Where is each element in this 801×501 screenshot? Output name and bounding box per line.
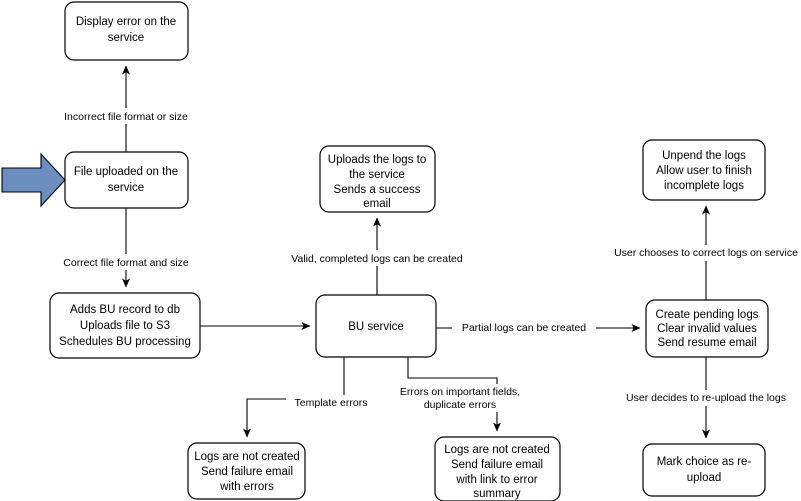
node-mark-choice-reupload-line-2: upload: [687, 472, 722, 484]
edge-label-errors-important-line1: Errors on important fields,: [400, 386, 520, 398]
node-uploads-logs[interactable]: Uploads the logs to the service Sends a …: [319, 145, 436, 213]
edge-label-valid-logs-text: Valid, completed logs can be created: [291, 253, 463, 265]
node-bu-service[interactable]: BU service: [315, 294, 437, 358]
node-unpend-logs-line-2: Allow user to finish: [656, 165, 752, 177]
node-logs-not-created-errors-line-1: Logs are not created: [194, 451, 300, 463]
node-adds-bu-record[interactable]: Adds BU record to db Uploads file to S3 …: [49, 292, 201, 359]
edge-label-partial-logs-text: Partial logs can be created: [462, 322, 586, 334]
node-mark-choice-reupload-line-1: Mark choice as re-: [657, 456, 752, 468]
node-mark-choice-reupload[interactable]: Mark choice as re- upload: [642, 443, 766, 497]
node-display-error-shape[interactable]: [64, 1, 189, 61]
edge-label-user-reupload-text: User decides to re-upload the logs: [626, 392, 786, 404]
node-mark-choice-reupload-shape[interactable]: [642, 443, 766, 497]
node-create-pending-logs[interactable]: Create pending logs Clear invalid values…: [645, 299, 769, 358]
edge-label-errors-important: Errors on important fields, duplicate er…: [388, 384, 532, 412]
node-unpend-logs-shape[interactable]: [642, 139, 766, 201]
edge-label-correct-format: Correct file format and size: [50, 254, 202, 270]
node-unpend-logs-line-3: incomplete logs: [664, 180, 744, 192]
node-uploads-logs-line-2: the service: [349, 169, 405, 181]
node-uploads-logs-line-3: Sends a success: [334, 184, 421, 196]
edge-label-errors-important-line2: duplicate errors: [424, 399, 496, 411]
node-logs-not-created-errors[interactable]: Logs are not created Send failure email …: [187, 442, 306, 500]
node-unpend-logs-line-1: Unpend the logs: [662, 150, 746, 162]
node-create-pending-logs-shape[interactable]: [645, 299, 769, 358]
edge-label-partial-logs: Partial logs can be created: [452, 320, 596, 336]
node-logs-not-created-errors-line-2: Send failure email: [201, 466, 293, 478]
node-logs-not-created-summary-line-1: Logs are not created: [444, 444, 550, 456]
edge-label-correct-format-text: Correct file format and size: [63, 257, 189, 269]
node-adds-bu-record-line-1: Adds BU record to db: [70, 304, 180, 316]
node-logs-not-created-summary-line-3: with link to error: [455, 474, 537, 486]
edge-label-incorrect-format: Incorrect file format or size: [48, 108, 204, 124]
node-create-pending-logs-line-1: Create pending logs: [656, 309, 759, 321]
node-file-uploaded[interactable]: File uploaded on the service: [64, 151, 189, 209]
node-unpend-logs[interactable]: Unpend the logs Allow user to finish inc…: [642, 139, 766, 201]
edge-label-incorrect-format-text: Incorrect file format or size: [64, 111, 188, 123]
edge-label-user-corrects: User chooses to correct logs on service: [597, 245, 801, 261]
edge-label-user-corrects-text: User chooses to correct logs on service: [614, 247, 798, 259]
node-file-uploaded-line-1: File uploaded on the: [74, 166, 178, 178]
edge-label-template-errors: Template errors: [286, 395, 376, 410]
node-bu-service-label: BU service: [348, 321, 404, 333]
node-file-uploaded-shape[interactable]: [64, 151, 189, 209]
node-logs-not-created-summary-line-4: summary: [473, 488, 521, 500]
node-logs-not-created-summary-shape[interactable]: [434, 436, 561, 501]
edge-label-user-reupload: User decides to re-upload the logs: [611, 390, 801, 406]
edge-label-valid-logs: Valid, completed logs can be created: [277, 250, 477, 266]
node-display-error-line-1: Display error on the: [76, 16, 176, 28]
node-logs-not-created-errors-shape[interactable]: [187, 442, 306, 500]
node-uploads-logs-line-1: Uploads the logs to: [328, 154, 426, 166]
node-uploads-logs-shape[interactable]: [319, 145, 436, 213]
node-display-error-line-2: service: [108, 32, 144, 44]
edge-label-template-errors-text: Template errors: [295, 397, 368, 409]
node-adds-bu-record-line-3: Schedules BU processing: [59, 336, 191, 348]
node-uploads-logs-line-4: email: [363, 198, 390, 210]
node-adds-bu-record-line-2: Uploads file to S3: [80, 320, 170, 332]
edge-labels-group: Incorrect file format or size Correct fi…: [48, 108, 801, 412]
node-create-pending-logs-line-3: Send resume email: [657, 337, 756, 349]
node-logs-not-created-errors-line-3: with errors: [219, 481, 274, 493]
node-display-error[interactable]: Display error on the service: [64, 1, 189, 61]
node-file-uploaded-line-2: service: [108, 182, 144, 194]
node-logs-not-created-summary[interactable]: Logs are not created Send failure email …: [434, 436, 561, 501]
node-create-pending-logs-line-2: Clear invalid values: [657, 323, 757, 335]
entry-arrow: [1, 152, 66, 208]
node-adds-bu-record-shape[interactable]: [49, 292, 201, 359]
node-logs-not-created-summary-line-2: Send failure email: [451, 459, 543, 471]
node-bu-service-shape[interactable]: [315, 294, 437, 358]
